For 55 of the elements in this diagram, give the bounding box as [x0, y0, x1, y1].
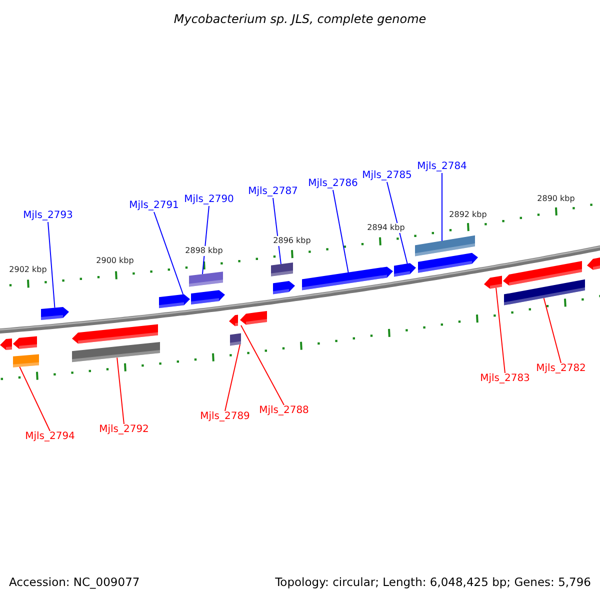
leader-line: [116, 357, 124, 424]
scale-label: 2898 kbp: [184, 246, 224, 256]
gene-feature: [503, 261, 582, 286]
gene-feature: [0, 338, 12, 350]
leader-line: [48, 222, 56, 308]
gene-label: Mjls_2789: [200, 411, 250, 423]
gene-feature: [191, 290, 225, 304]
scale-label: 2896 kbp: [272, 236, 312, 246]
gene-bar: [13, 354, 39, 368]
gene-feature: [72, 324, 158, 344]
gene-feature: [484, 276, 502, 289]
gene-feature: [394, 263, 416, 277]
gene-feature: [418, 252, 478, 273]
gene-feature: [273, 281, 295, 294]
gene-bar: [415, 235, 475, 256]
gene-feature: [229, 314, 238, 326]
leader-line: [224, 344, 240, 412]
leader-line: [19, 366, 50, 432]
leader-line: [202, 206, 210, 275]
gene-feature: [159, 294, 190, 308]
gene-bar: [230, 333, 241, 346]
gene-label: Mjls_2786: [308, 178, 358, 190]
gene-label: Mjls_2785: [362, 170, 412, 182]
scale-label: 2902 kbp: [8, 265, 48, 275]
gene-feature: [41, 307, 69, 320]
title: Mycobacterium sp. JLS, complete genome: [172, 11, 428, 28]
gene-bar: [189, 272, 223, 287]
gene-label: Mjls_2788: [259, 405, 309, 417]
scale-label: 2892 kbp: [448, 210, 488, 220]
gene-feature: [302, 266, 393, 290]
leader-line: [240, 324, 284, 406]
leader-line: [496, 287, 506, 374]
gene-label: Mjls_2793: [23, 210, 73, 222]
scale-label: 2890 kbp: [536, 194, 576, 204]
gene-label: Mjls_2790: [184, 194, 234, 206]
gene-label: Mjls_2783: [480, 373, 530, 385]
gene-label: Mjls_2794: [25, 431, 75, 443]
gene-feature: [587, 256, 600, 270]
leader-line: [543, 298, 562, 364]
gene-bar: [271, 262, 293, 276]
gene-bar: [72, 342, 160, 362]
gene-label: Mjls_2791: [129, 200, 179, 212]
leader-line: [154, 212, 184, 295]
gene-label: Mjls_2784: [417, 161, 467, 173]
leader-line: [332, 190, 349, 274]
scale-label: 2894 kbp: [366, 223, 406, 233]
gene-feature: [240, 311, 267, 325]
gene-label: Mjls_2782: [536, 363, 586, 375]
accession-text: Accession: NC_009077: [9, 574, 140, 591]
genome-info-text: Topology: circular; Length: 6,048,425 bp; Genes: 5,796: [275, 574, 591, 591]
gene-label: Mjls_2787: [248, 186, 298, 198]
leader-line: [386, 182, 408, 264]
scale-label: 2900 kbp: [95, 256, 135, 266]
gene-bar: [504, 279, 585, 306]
gene-label: Mjls_2792: [99, 424, 149, 436]
